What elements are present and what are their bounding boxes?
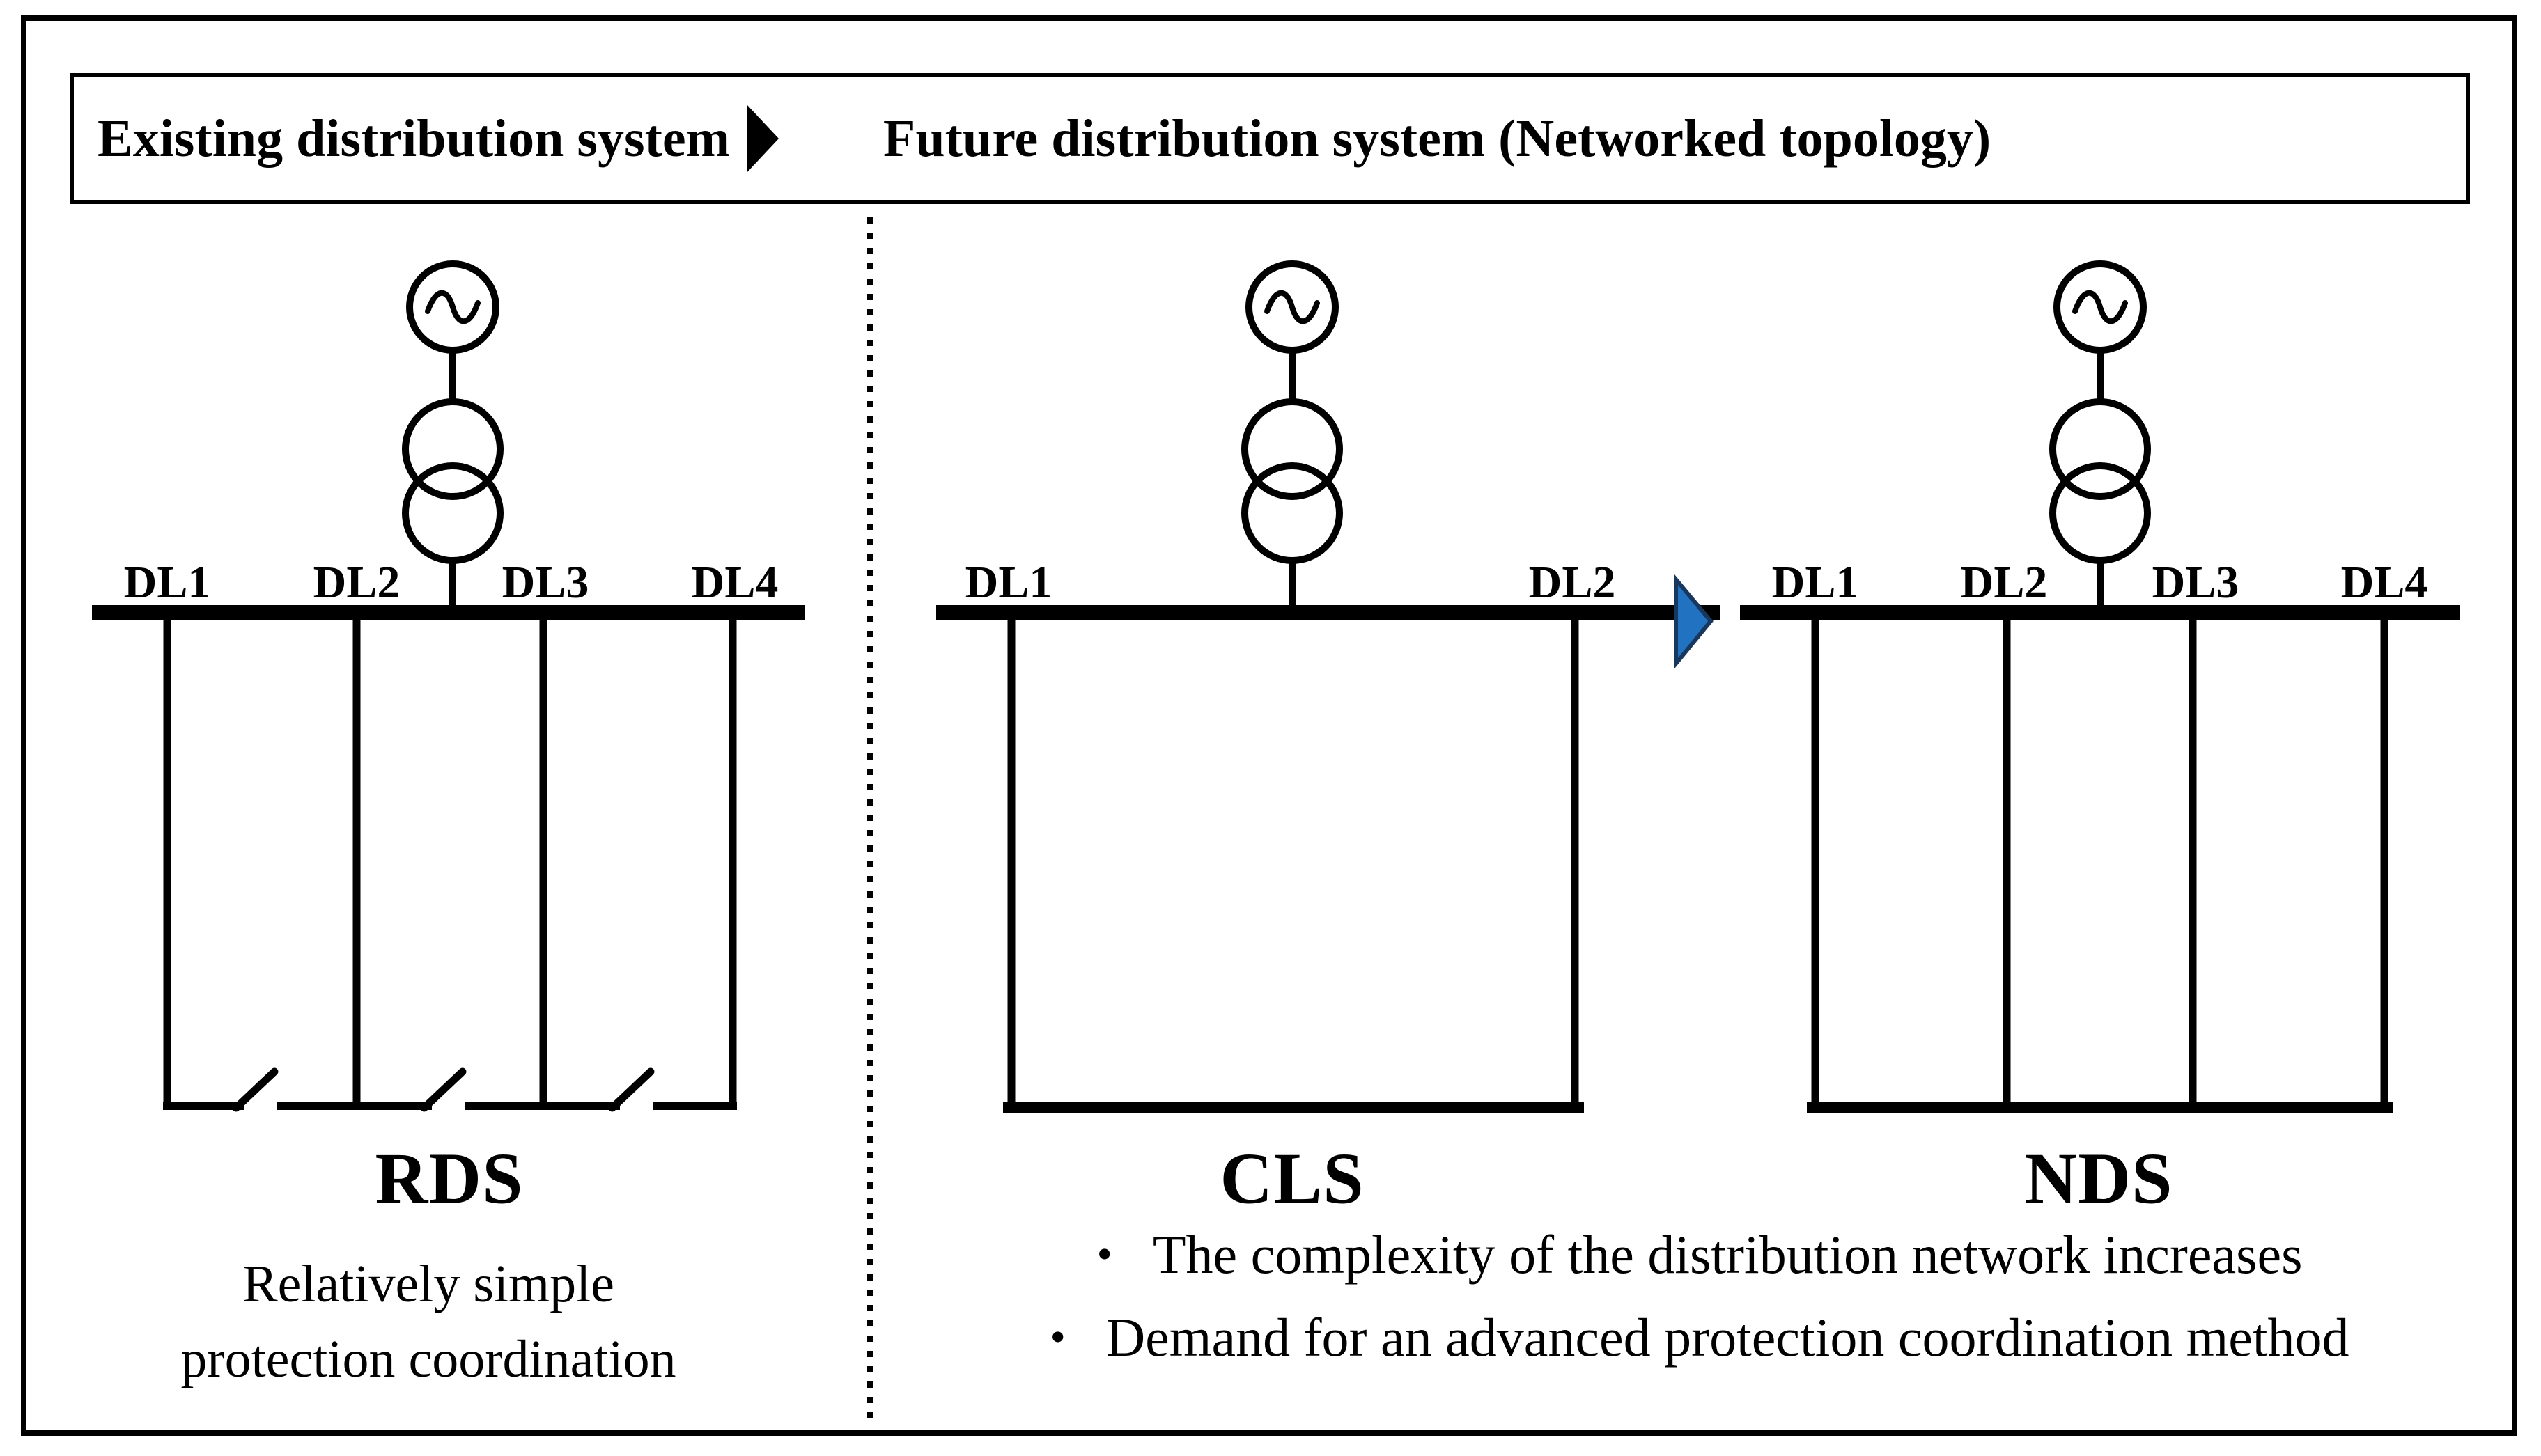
nds-transformer-top-winding-icon [2049,398,2151,500]
rds-feeder-label-dl1: DL1 [124,557,211,608]
rds-tie-switch-blade-2 [420,1067,467,1112]
rds-tie-switch-blade-3 [608,1067,655,1112]
header-future-label: Future distribution system (Networked to… [883,109,1991,168]
rds-title: RDS [375,1137,524,1219]
rds-description-line1: Relatively simple [242,1255,614,1313]
header-arrow-icon [746,104,779,173]
rds-tie-switch-blade-1 [232,1067,279,1112]
cls-feeder-label-dl1: DL1 [965,557,1052,608]
bullet-dot-icon: • [1050,1312,1066,1361]
rds-feeder-label-dl3: DL3 [502,557,589,608]
nds-feeder-label-dl3: DL3 [2152,557,2239,608]
nds-feeder-label-dl4: DL4 [2341,557,2428,608]
rds-feeder-label-dl2: DL2 [313,557,401,608]
rds-sine-wave-icon [425,290,481,324]
header-arrow-triangle [746,104,779,173]
header-banner: Existing distribution system Future dist… [70,73,2470,204]
note-bullet-2: • Demand for an advanced protection coor… [886,1303,2513,1376]
nds-feeder-label-dl1: DL1 [1772,557,1859,608]
transition-arrow-icon [1674,573,1714,670]
cls-feeder-label-dl2: DL2 [1529,557,1616,608]
rds-diagram: DL1 DL2 DL3 DL4 [92,260,805,1112]
nds-feeder-label-dl2: DL2 [1961,557,2048,608]
cls-transformer-bottom-winding-icon [1241,462,1343,564]
future-system-notes: • The complexity of the distribution net… [886,1220,2513,1386]
rds-transformer-top-winding-icon [402,398,504,500]
rds-description: Relatively simple protection coordinatio… [180,1246,676,1397]
cls-diagram: DL1 DL2 [936,260,1720,1113]
rds-feeder-label-dl4: DL4 [692,557,779,608]
outer-border [21,15,2517,1436]
bullet-dot-icon: • [1096,1229,1112,1278]
nds-sine-wave-icon [2072,290,2128,324]
cls-transformer-top-winding-icon [1241,398,1343,500]
nds-title: NDS [2024,1137,2173,1219]
cls-title: CLS [1220,1137,1365,1219]
nds-transformer-bottom-winding-icon [2049,462,2151,564]
note-bullet-1: • The complexity of the distribution net… [886,1220,2513,1293]
header-existing-label: Existing distribution system [98,109,730,168]
note-bullet-2-text: Demand for an advanced protection coordi… [1105,1307,2349,1368]
rds-transformer-bottom-winding-icon [402,462,504,564]
note-bullet-1-text: The complexity of the distribution netwo… [1152,1224,2303,1285]
nds-diagram: DL1 DL2 DL3 DL4 [1740,260,2460,1113]
rds-description-line2: protection coordination [180,1330,676,1388]
cls-sine-wave-icon [1264,290,1320,324]
